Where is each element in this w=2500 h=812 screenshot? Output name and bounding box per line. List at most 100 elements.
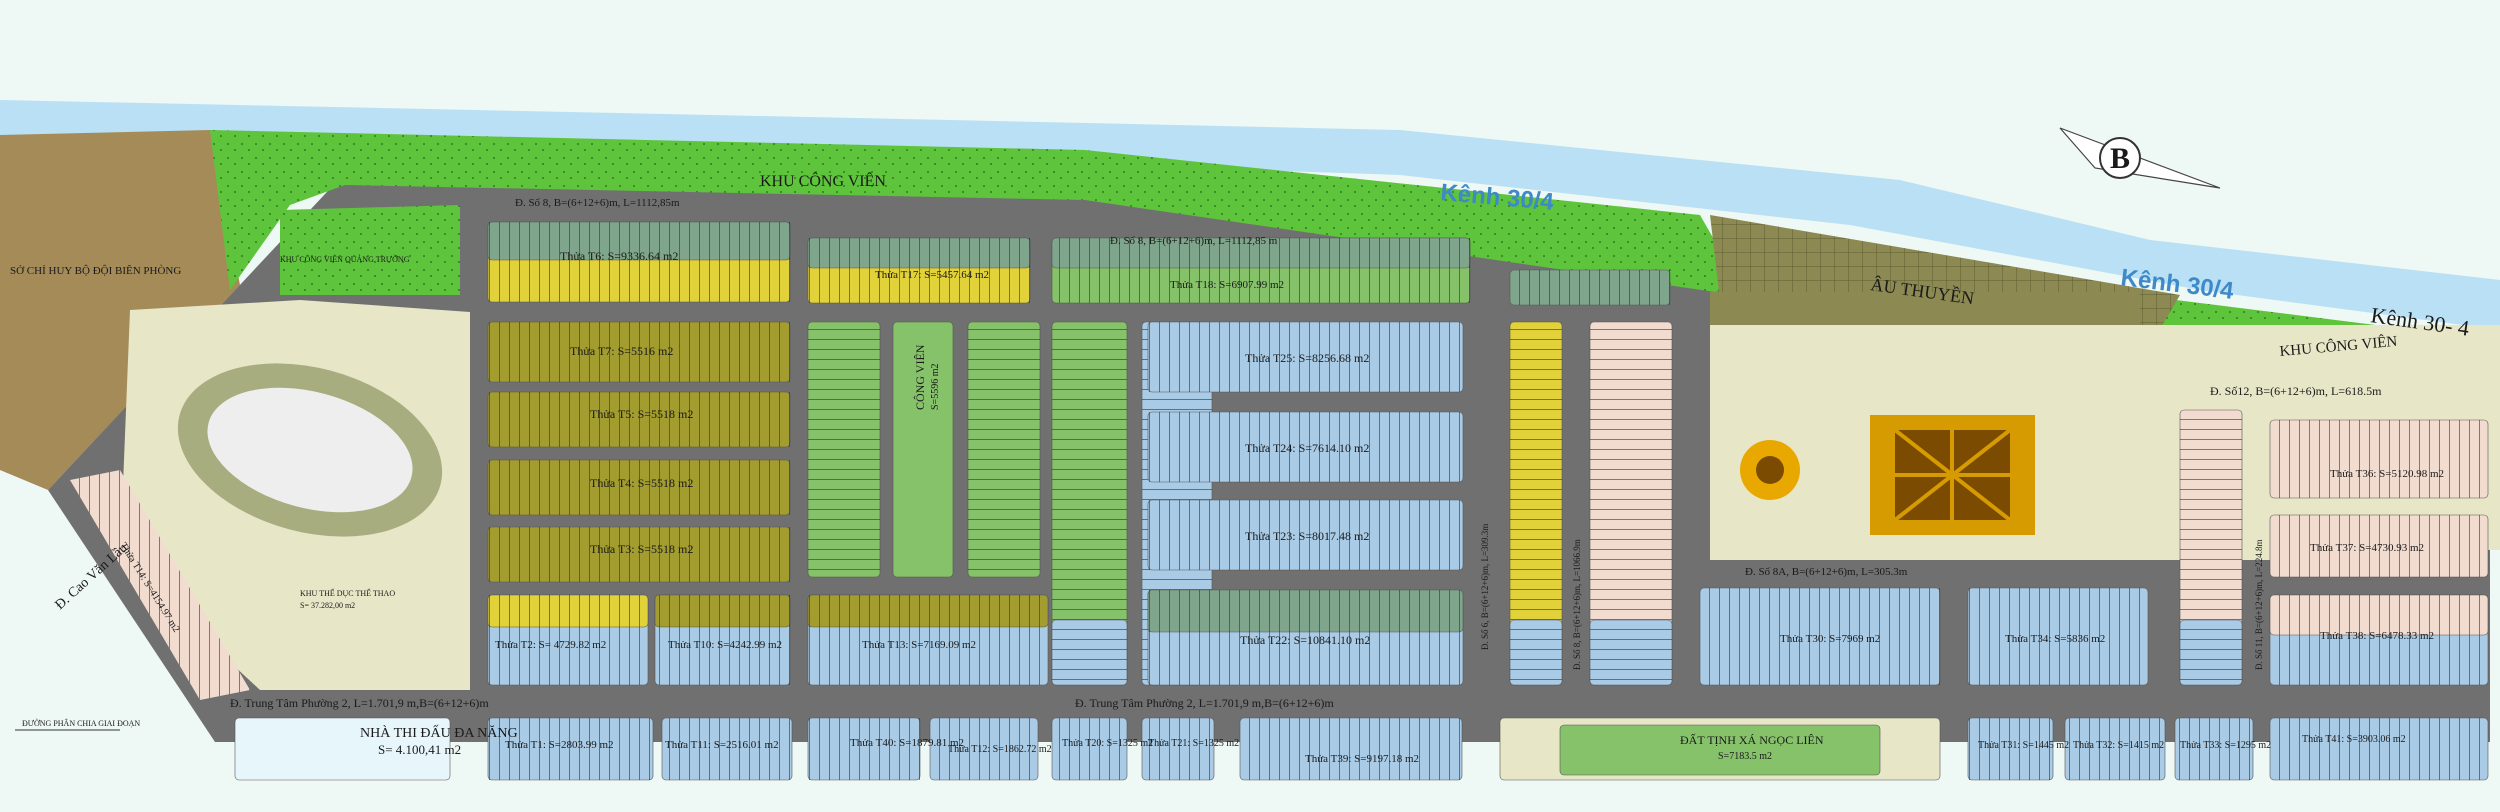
stage-line-label: ĐƯỜNG PHÂN CHIA GIAI ĐOẠN — [22, 718, 140, 728]
lot-t4-stripes — [488, 460, 790, 515]
lot-label-t2: Thửa T2: S= 4729.82 m2 — [495, 639, 606, 651]
lot-label-t18: Thửa T18: S=6907.99 m2 — [1170, 279, 1284, 291]
park-north — [210, 130, 1740, 292]
lot-t37-stripes — [2270, 515, 2488, 577]
lot-t21-stripes — [1142, 718, 1214, 780]
lot-t11-stripes — [662, 718, 792, 780]
lot-col-3-bottom-stripes — [1052, 620, 1127, 685]
lot-label-t38: Thửa T38: S=6478.33 m2 — [2320, 630, 2434, 642]
road-v-so8: Đ. Số 8, B=(6+12+6)m, L=1066.9m — [1572, 539, 1582, 670]
lot-label-t1: Thửa T1: S=2803.99 m2 — [505, 739, 614, 751]
boat-basin-dock — [1710, 292, 2140, 330]
lot-label-t31: Thửa T31: S=1445 m2 — [1978, 740, 2069, 751]
military-zone — [0, 130, 240, 490]
military-label: SỞ CHỈ HUY BỘ ĐỘI BIÊN PHÒNG — [10, 265, 181, 277]
sports-area: S= 37.282,00 m2 — [300, 601, 355, 610]
lot-t32-stripes — [2065, 718, 2165, 780]
lot-label-t11: Thửa T11: S=2516.01 m2 — [665, 739, 779, 751]
lot-t17-top-stripes — [808, 238, 1030, 268]
park-square — [280, 205, 460, 295]
lot-t7-stripes — [488, 322, 790, 382]
lot-col-7-bottom-stripes — [2180, 620, 2242, 685]
lot-label-t25: Thửa T25: S=8256.68 m2 — [1245, 351, 1369, 365]
lot-label-t12: Thửa T12: S=1862.72 m2 — [948, 744, 1052, 755]
lot-t14-stripes — [70, 470, 250, 700]
lot-t30-stripes — [1700, 588, 1940, 685]
lot-label-t3: Thửa T3: S=5518 m2 — [590, 542, 693, 556]
lot-t33-stripes — [2175, 718, 2253, 780]
lot-col-1-stripes — [808, 322, 880, 577]
lot-label-t20: Thửa T20: S=1325 m2 — [1062, 738, 1153, 749]
road-bottom-mid: Đ. Trung Tâm Phường 2, L=1.701,9 m,B=(6+… — [1075, 696, 1334, 710]
pagoda-round-core — [1756, 456, 1784, 484]
lot-label-t37: Thửa T37: S=4730.93 m2 — [2310, 542, 2424, 554]
lot-small-top-stripes — [1510, 270, 1670, 305]
road-v-so11: Đ. Số 11, B=(6+12+6)m, L=224.8m — [2254, 540, 2264, 670]
lot-label-t22: Thửa T22: S=10841.10 m2 — [1240, 633, 1370, 647]
lot-label-t6: Thửa T6: S=9336.64 m2 — [560, 249, 678, 263]
lot-t6-top-stripes — [488, 222, 790, 260]
lot-t18-top-stripes — [1052, 238, 1470, 268]
lot-label-t33: Thửa T33: S=1295 m2 — [2180, 740, 2271, 751]
compass: B — [2059, 127, 2221, 189]
stadium-field — [207, 387, 413, 513]
lot-t1-stripes — [488, 718, 653, 780]
road-right-top: Đ. Số12, B=(6+12+6)m, L=618.5m — [2210, 384, 2382, 398]
gym-title: NHÀ THI ĐẤU ĐA NĂNG — [360, 724, 518, 741]
lot-t24-stripes — [1148, 412, 1463, 482]
lot-label-t13: Thửa T13: S=7169.09 m2 — [862, 639, 976, 651]
lot-t40-stripes — [808, 718, 920, 780]
bottom-margin — [0, 780, 2500, 812]
park-label-north: KHU CÔNG VIÊN — [760, 171, 886, 190]
lot-t25-stripes — [1148, 322, 1463, 392]
lot-label-t17: Thửa T17: S=5457.64 m2 — [875, 269, 989, 281]
lot-t13-top-stripes — [808, 595, 1048, 627]
lot-green-strip — [892, 321, 954, 578]
compass-letter: B — [2110, 142, 2130, 175]
lot-t36-stripes — [2270, 420, 2488, 498]
lot-label-t32: Thửa T32: S=1415 m2 — [2073, 740, 2164, 751]
green-strip-label: CÔNG VIÊN — [913, 344, 927, 410]
pagoda-main-frame — [1893, 428, 2012, 522]
road-v-so6: Đ. Số 6, B=(6+12+6)m, L=309.3m — [1480, 524, 1490, 650]
lot-col-5-bottom-stripes — [1510, 620, 1562, 685]
sports-label: KHU THỂ DỤC THỂ THAO — [300, 588, 395, 598]
lot-label-t5: Thửa T5: S=5518 m2 — [590, 407, 693, 421]
lots-layer — [234, 221, 2489, 781]
lot-t22-top-stripes — [1148, 590, 1463, 632]
lot-t23-stripes — [1148, 500, 1463, 570]
lot-label-t39: Thửa T39: S=9197.18 m2 — [1305, 753, 1419, 765]
temple-area: S=7183.5 m2 — [1718, 751, 1772, 762]
road-mid-8a: Đ. Số 8A, B=(6+12+6)m, L=305.3m — [1745, 566, 1908, 578]
temple-title: ĐẤT TỊNH XÁ NGỌC LIÊN — [1680, 732, 1824, 747]
lot-t38-top-stripes — [2270, 595, 2488, 635]
lot-label-t34: Thửa T34: S=5836 m2 — [2005, 633, 2105, 645]
road-bottom-left: Đ. Trung Tâm Phường 2, L=1.701,9 m,B=(6+… — [230, 696, 489, 710]
lot-label-t40: Thửa T40: S=1879.81 m2 — [850, 737, 964, 749]
gym-area: S= 4.100,41 m2 — [378, 742, 461, 757]
lot-label-t23: Thửa T23: S=8017.48 m2 — [1245, 529, 1369, 543]
lot-t12-stripes — [930, 718, 1038, 780]
lot-t34-stripes — [1968, 588, 2148, 685]
lot-t10-top-stripes — [655, 595, 790, 627]
lot-label-t30: Thửa T30: S=7969 m2 — [1780, 633, 1880, 645]
lot-label-t36: Thửa T36: S=5120.98 m2 — [2330, 468, 2444, 480]
road-top-left: Đ. Số 8, B=(6+12+6)m, L=1112,85m — [515, 197, 680, 209]
lot-label-t10: Thửa T10: S=4242.99 m2 — [668, 639, 782, 651]
canal — [0, 100, 2500, 330]
park-square-label: KHU CÔNG VIÊN QUẢNG TRƯỜNG — [280, 254, 410, 264]
lot-t2-top-stripes — [488, 595, 648, 627]
lot-label-t4: Thửa T4: S=5518 m2 — [590, 476, 693, 490]
compass-circle-icon — [2099, 137, 2141, 179]
lot-t20-stripes — [1052, 718, 1127, 780]
lot-label-t41: Thửa T41: S=3903.06 m2 — [2302, 734, 2406, 745]
lot-label-t7: Thửa T7: S=5516 m2 — [570, 344, 673, 358]
green-strip-area: S=5596 m2 — [930, 364, 941, 410]
road-top-mid: Đ. Số 8, B=(6+12+6)m, L=1112,85 m — [1110, 235, 1278, 247]
lot-t39-stripes — [1240, 718, 1462, 780]
lot-label-t24: Thửa T24: S=7614.10 m2 — [1245, 441, 1369, 455]
lot-col-6-bottom-stripes — [1590, 620, 1672, 685]
lot-gym — [234, 717, 451, 781]
lot-label-t21: Thửa T21: S=1325 m2 — [1148, 738, 1239, 749]
